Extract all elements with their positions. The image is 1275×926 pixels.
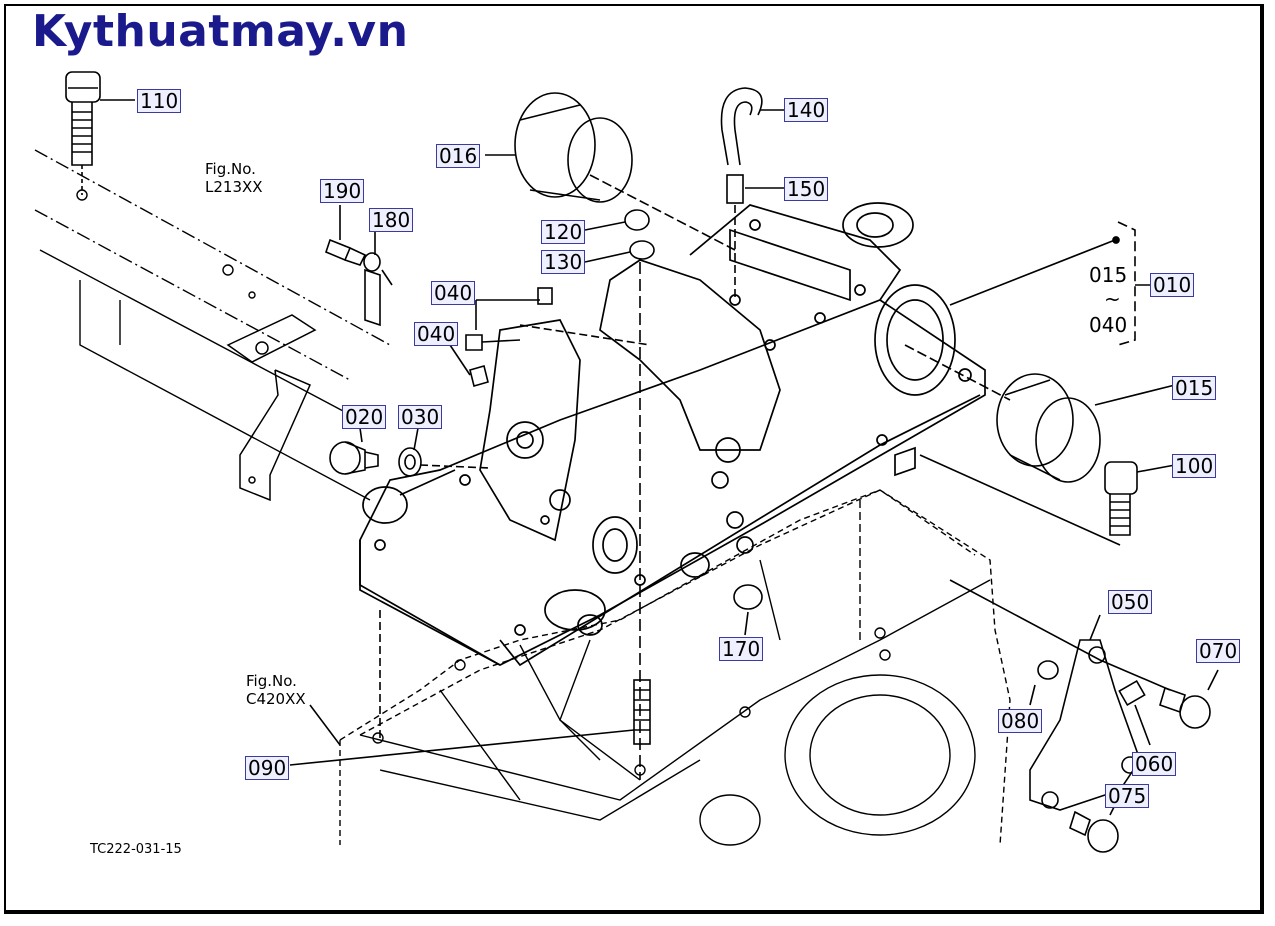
- nut-120: [584, 209, 655, 780]
- bracket: [226, 314, 317, 502]
- range-start-015: 015: [1089, 263, 1128, 287]
- fig-ref-l213-line1: Fig.No.: [205, 160, 256, 178]
- part-label-075[interactable]: 075: [1105, 784, 1150, 808]
- part-label-040-top[interactable]: 040: [431, 281, 476, 305]
- part-label-100[interactable]: 100: [1172, 454, 1217, 478]
- part-label-030[interactable]: 030: [398, 405, 443, 429]
- fig-ref-c420-line1: Fig.No.: [246, 672, 297, 690]
- stud-090: [289, 610, 651, 766]
- part-label-080[interactable]: 080: [998, 709, 1043, 733]
- bushing-016: [485, 92, 736, 251]
- part-label-060[interactable]: 060: [1132, 752, 1177, 776]
- hook-140: [720, 87, 785, 300]
- part-label-090[interactable]: 090: [245, 756, 290, 780]
- range-bracket-010: [1117, 221, 1152, 346]
- part-label-190[interactable]: 190: [320, 179, 365, 203]
- bolt-190: [325, 205, 393, 327]
- part-label-130[interactable]: 130: [541, 250, 586, 274]
- range-separator: ~: [1104, 287, 1121, 311]
- part-label-120[interactable]: 120: [541, 220, 586, 244]
- bolt-110: [65, 71, 135, 195]
- part-label-150[interactable]: 150: [784, 177, 829, 201]
- setscrew-040: [449, 287, 651, 387]
- bushing-015: [904, 344, 1176, 483]
- fig-ref-c420-line2: C420XX: [246, 690, 306, 708]
- site-brand: Kythuatmay.vn: [32, 6, 409, 57]
- part-label-016[interactable]: 016: [436, 144, 481, 168]
- lift-housing: [359, 202, 1120, 667]
- range-end-040: 040: [1089, 313, 1128, 337]
- part-label-015[interactable]: 015: [1172, 376, 1217, 400]
- part-label-010[interactable]: 010: [1150, 273, 1195, 297]
- cover-050: [949, 579, 1219, 853]
- transmission-case: [339, 489, 1011, 846]
- fig-ref-l213-line2: L213XX: [205, 178, 263, 196]
- bolt-100: [919, 454, 1176, 546]
- part-label-040-mid[interactable]: 040: [414, 322, 459, 346]
- part-label-050[interactable]: 050: [1108, 590, 1153, 614]
- drawing-code: TC222-031-15: [90, 842, 182, 857]
- part-label-110[interactable]: 110: [137, 89, 182, 113]
- oring-170: [733, 584, 763, 636]
- part-label-070[interactable]: 070: [1196, 639, 1241, 663]
- part-label-170[interactable]: 170: [719, 637, 764, 661]
- part-label-180[interactable]: 180: [369, 208, 414, 232]
- bolt-020: [329, 427, 491, 477]
- part-label-020[interactable]: 020: [342, 405, 387, 429]
- fig-ref-c420[interactable]: Fig.No. C420XX: [246, 672, 306, 708]
- fig-ref-l213[interactable]: Fig.No. L213XX: [205, 160, 263, 196]
- part-label-140[interactable]: 140: [784, 98, 829, 122]
